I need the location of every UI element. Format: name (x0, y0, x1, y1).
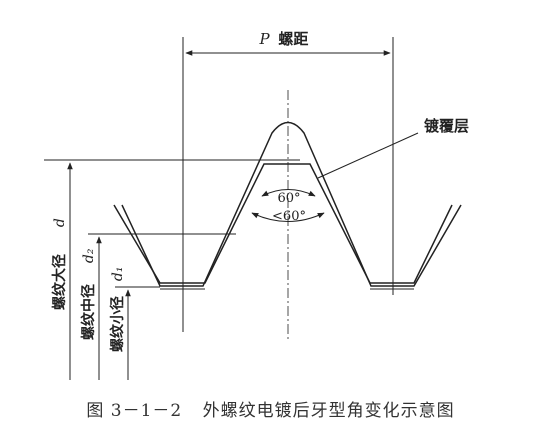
major-diameter-text: 螺纹大径 (51, 254, 68, 310)
pitch-diameter-symbol: d₂ (81, 248, 97, 263)
caption-title: 外螺纹电镀后牙型角变化示意图 (202, 401, 455, 421)
minor-diameter-label: 螺纹小径 d₁ (109, 267, 126, 352)
coated-thread-profile (121, 121, 462, 287)
original-thread-profile (113, 163, 453, 284)
coating-label: 镀覆层 (424, 117, 469, 135)
pitch-diameter-text: 螺纹中径 (80, 284, 97, 340)
figure-caption: 图 3－1－2 外螺纹电镀后牙型角变化示意图 (0, 396, 541, 421)
pitch-label: P 螺距 (259, 30, 309, 48)
minor-diameter-text: 螺纹小径 (109, 296, 126, 352)
major-diameter-symbol: d (52, 218, 68, 227)
angle-original-label: 60° (277, 191, 300, 206)
caption-number: 图 3－1－2 (86, 401, 183, 421)
major-diameter-label: 螺纹大径 d (51, 218, 68, 310)
minor-diameter-symbol: d₁ (110, 267, 126, 282)
angle-arc-reduced (251, 212, 325, 222)
pitch-text: 螺距 (278, 30, 308, 48)
angle-reduced-label: <60° (272, 209, 306, 224)
angle-arc-original (261, 189, 316, 197)
pitch-diameter-label: 螺纹中径 d₂ (80, 248, 97, 340)
coating-leader-line (317, 132, 419, 179)
pitch-symbol: P (259, 30, 271, 48)
